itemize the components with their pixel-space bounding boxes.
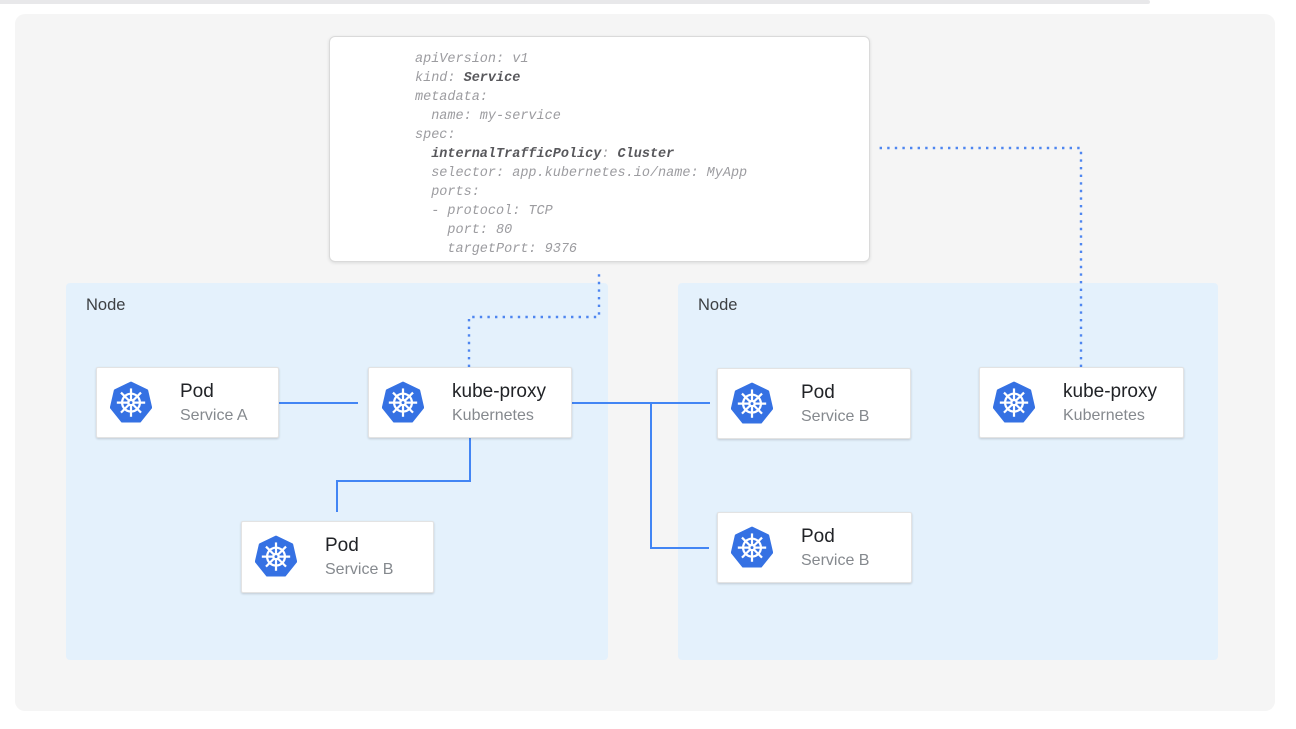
code-line-internal-traffic-policy: internalTrafficPolicy: Cluster [431, 147, 675, 162]
kubernetes-icon [731, 382, 773, 426]
node-label: Node [86, 296, 126, 314]
node-box-right: Node [678, 283, 1218, 660]
kubernetes-icon [382, 381, 424, 425]
card-subtitle: Service B [325, 561, 394, 578]
card-subtitle: Service B [801, 551, 870, 569]
code-line: - protocol: TCP [415, 204, 553, 219]
card-subtitle: Kubernetes [452, 406, 534, 424]
code-line: metadata: [415, 90, 488, 105]
top-accent-bar [0, 0, 1150, 4]
kubernetes-icon [110, 381, 152, 425]
kubernetes-icon [731, 526, 773, 570]
card-title: Pod [180, 380, 214, 402]
card-title: Pod [801, 381, 835, 403]
code-line: spec: [415, 128, 456, 143]
card-title: kube-proxy [452, 380, 546, 402]
kubernetes-icon [255, 535, 297, 579]
card-title: Pod [325, 535, 359, 556]
code-line: targetPort: 9376 [415, 242, 578, 257]
code-line: apiVersion: v1 [415, 52, 529, 67]
code-line: selector: app.kubernetes.io/name: MyApp [415, 166, 748, 181]
node-box-left: Node [66, 283, 608, 660]
code-line: name: my-service [415, 109, 561, 124]
card-title: kube-proxy [1063, 380, 1157, 402]
card-subtitle: Kubernetes [1063, 406, 1145, 424]
card-title: Pod [801, 525, 835, 547]
card-subtitle: Service B [801, 407, 870, 425]
yaml-manifest-card: apiVersion: v1 kind: Service metadata: n… [329, 36, 870, 262]
code-line: ports: [415, 185, 480, 200]
code-line: kind: Service [415, 71, 521, 86]
card-subtitle: Service A [180, 406, 248, 424]
code-line: port: 80 [415, 223, 513, 238]
kubernetes-icon [993, 381, 1035, 425]
node-label: Node [698, 296, 738, 314]
